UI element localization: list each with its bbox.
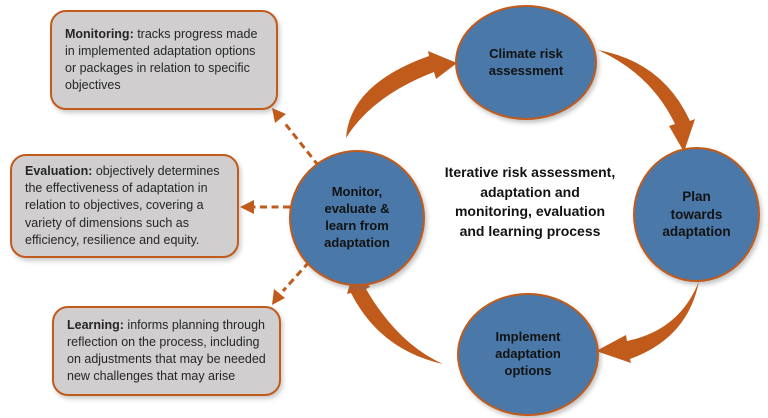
arrow-climate-to-plan-icon [598,50,695,152]
circle-label: Monitor, evaluate & learn from adaptatio… [324,184,390,250]
dashed-arrow-to-evaluation-note [240,200,290,214]
arrow-plan-to-implement-icon [596,281,699,363]
note-body: tracks progress made in implemented adap… [65,26,258,93]
cycle-caption: Iterative risk assessment, adaptation an… [444,164,616,239]
note-learning-text: Learning: informs planning through refle… [67,317,266,386]
note-evaluation: Evaluation: objectively determines the e… [10,154,239,258]
note-body: informs planning through reflection on t… [67,317,266,384]
circle-climate-risk-assessment: Climate risk assessment [455,5,597,120]
circle-implement-adaptation-options: Implement adaptation options [457,293,599,416]
note-label: Learning: [67,317,124,332]
note-learning: Learning: informs planning through refle… [52,306,281,396]
circle-label: Implement adaptation options [495,329,561,378]
note-label: Monitoring: [65,26,134,41]
note-monitoring: Monitoring: tracks progress made in impl… [50,10,278,110]
dashed-arrow-to-learning-note [272,260,311,305]
note-body: objectively determines the effectiveness… [25,163,220,247]
arrow-monitor-to-climate-icon [346,51,457,138]
circle-label: Plan towards adaptation [662,189,731,240]
circle-plan-towards-adaptation: Plan towards adaptation [633,147,760,282]
note-label: Evaluation: [25,163,93,178]
circle-label: Climate risk assessment [488,45,564,78]
note-monitoring-text: Monitoring: tracks progress made in impl… [65,26,263,95]
note-evaluation-text: Evaluation: objectively determines the e… [25,163,224,249]
circle-monitor-evaluate-learn: Monitor, evaluate & learn from adaptatio… [289,150,425,286]
